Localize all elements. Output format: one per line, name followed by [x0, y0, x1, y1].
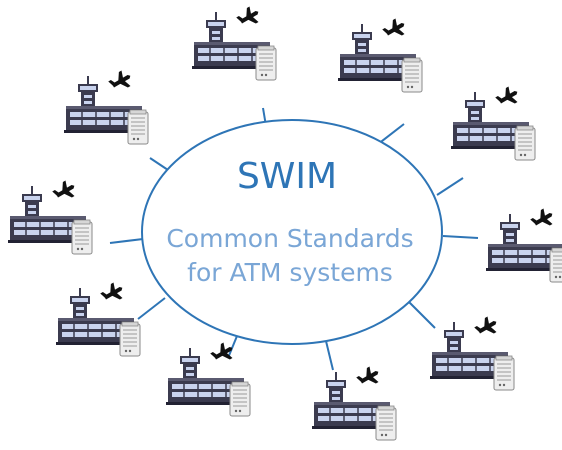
node-top-left — [191, 2, 277, 82]
node-lower-right — [429, 312, 515, 391]
node-bottom-left — [165, 338, 251, 417]
connector-lower-left — [137, 297, 166, 320]
swim-hub-ellipse — [141, 119, 443, 345]
node-top-right — [337, 14, 423, 94]
connector-right — [442, 235, 479, 239]
airport-tower-icon — [55, 278, 141, 357]
airport-tower-icon — [165, 338, 251, 417]
node-left — [7, 176, 93, 255]
connector-lower-right — [407, 300, 436, 329]
airport-tower-icon — [191, 2, 277, 82]
hub-subtitle-line1: Common Standards — [166, 224, 413, 253]
node-bottom-center — [311, 362, 397, 441]
airport-tower-icon — [311, 362, 397, 441]
connector-left — [109, 238, 144, 244]
connector-upper-left — [149, 157, 169, 171]
hub-subtitle-line2: for ATM systems — [187, 258, 393, 287]
node-lower-left — [55, 278, 141, 357]
connector-upper-right — [436, 177, 464, 196]
node-upper-right — [450, 82, 536, 161]
hub-title: SWIM — [237, 156, 337, 197]
airport-tower-icon — [63, 66, 149, 145]
connector-bottom-center — [325, 340, 334, 371]
airport-tower-icon — [429, 312, 515, 391]
node-upper-left — [63, 66, 149, 145]
node-right — [485, 204, 562, 283]
airport-tower-icon — [450, 82, 536, 161]
connector-bottom-left — [227, 335, 238, 359]
airport-tower-icon — [337, 14, 423, 94]
airport-tower-icon — [485, 204, 562, 283]
airport-tower-icon — [7, 176, 93, 255]
